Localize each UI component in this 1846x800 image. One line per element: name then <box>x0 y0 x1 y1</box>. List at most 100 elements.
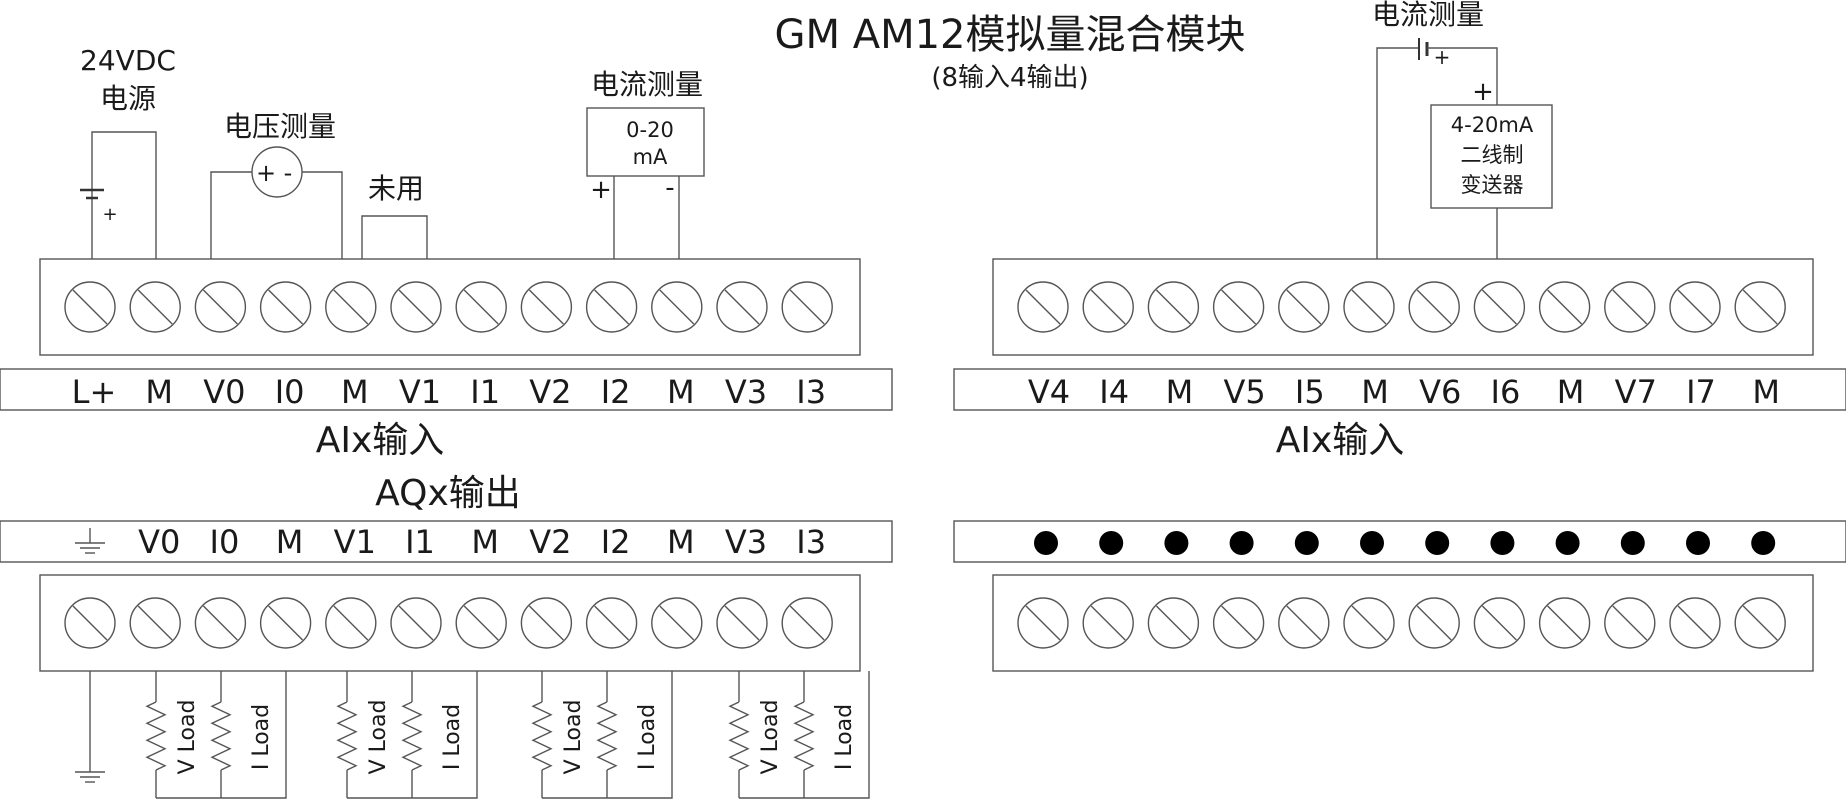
terminal-screw <box>716 281 768 333</box>
indicator-dot <box>1620 531 1645 555</box>
ammeter-unit-text: mA <box>633 145 668 169</box>
transmitter-name-text: 变送器 <box>1461 173 1524 197</box>
terminal-screw <box>455 597 507 649</box>
terminal-label-left-bottom: M <box>276 523 304 561</box>
transmitter-type-text: 二线制 <box>1461 143 1524 167</box>
terminal-label-left-top: V1 <box>399 373 441 411</box>
ground-wiring <box>75 671 105 783</box>
current-measurement-label-right: 电流测量 <box>1372 0 1484 31</box>
terminal-screw <box>259 281 312 333</box>
terminal-screw <box>325 597 377 649</box>
terminal-label-left-top: M <box>667 373 695 411</box>
indicator-dot <box>1360 531 1384 555</box>
terminal-screw <box>1538 597 1591 649</box>
indicator-dot <box>1164 531 1189 555</box>
terminal-screw <box>651 597 703 649</box>
section-label-aq: AQx输出 <box>375 473 521 514</box>
label-strip-left-top <box>0 368 893 411</box>
label-strip-right-top <box>953 368 1846 411</box>
terminal-label-right-top: I6 <box>1491 373 1521 411</box>
terminal-label-left-top: L+ <box>72 373 117 411</box>
terminal-label-left-bottom: I2 <box>601 523 631 561</box>
terminal-screw <box>325 281 377 333</box>
terminal-screw <box>1147 281 1200 333</box>
terminal-screw <box>1343 597 1395 649</box>
terminal-label-left-top: I1 <box>470 373 500 411</box>
battery-plus-sign: + <box>102 204 117 225</box>
terminal-screw <box>390 281 442 333</box>
v-load-label: V Load <box>175 700 200 775</box>
terminal-label-right-top: I5 <box>1295 373 1325 411</box>
terminal-label-left-bottom: V2 <box>529 523 571 561</box>
indicator-dot <box>1229 531 1254 555</box>
resistor-icon <box>596 701 618 771</box>
terminal-screw <box>1082 597 1134 649</box>
resistor-icon <box>145 701 167 771</box>
terminal-label-left-bottom: I1 <box>405 523 435 561</box>
terminal-label-left-top: I0 <box>275 373 305 411</box>
ammeter-range-text: 0-20 <box>626 118 674 142</box>
indicator-dot <box>1099 531 1124 555</box>
i-load-label: I Load <box>635 704 660 770</box>
indicator-dot <box>1686 531 1710 555</box>
terminal-screw <box>1604 597 1656 649</box>
terminal-screw <box>1734 597 1786 649</box>
transmitter-box <box>1430 104 1553 209</box>
terminal-screw <box>1278 281 1330 333</box>
terminal-screw <box>1604 281 1656 333</box>
terminal-label-left-bottom: V0 <box>138 523 180 561</box>
i-load-label: I Load <box>249 704 274 770</box>
terminal-screw <box>129 281 181 333</box>
battery-icon <box>80 131 157 259</box>
current-source-icon <box>1376 38 1498 259</box>
terminal-screw <box>390 597 442 649</box>
source-plus-sign: + <box>1434 45 1451 69</box>
terminal-label-left-top: V2 <box>529 373 571 411</box>
unused-label: 未用 <box>368 172 424 205</box>
terminal-screw <box>129 597 181 649</box>
indicator-dot <box>1555 531 1580 555</box>
unused-jumper <box>361 215 428 259</box>
voltmeter-icon <box>210 146 343 259</box>
current-measurement-label-left: 电流测量 <box>591 68 703 101</box>
terminal-label-left-top: I3 <box>796 373 826 411</box>
terminal-screw <box>651 281 703 333</box>
voltage-measurement-label: 电压测量 <box>224 110 336 143</box>
terminal-screw <box>781 597 833 649</box>
ammeter-minus-sign: - <box>665 173 674 203</box>
v-load-label: V Load <box>561 700 586 775</box>
terminal-label-left-bottom: M <box>667 523 695 561</box>
terminal-label-left-bottom: V3 <box>725 523 767 561</box>
terminal-screw <box>64 281 116 333</box>
terminal-label-left-bottom: I3 <box>796 523 826 561</box>
terminal-screw <box>1082 281 1134 333</box>
terminal-screw <box>1538 281 1591 333</box>
output-load-group: V Load I Load <box>145 671 287 799</box>
terminal-label-right-top: M <box>1752 373 1780 411</box>
diagram-subtitle: (8输入4输出) <box>931 63 1088 93</box>
terminal-screw <box>1408 281 1460 333</box>
ammeter-plus-sign: + <box>590 175 612 205</box>
terminal-screw <box>1278 597 1330 649</box>
terminal-label-right-top: I7 <box>1686 373 1716 411</box>
ammeter-box <box>586 107 705 177</box>
section-label-ai-left: AIx输入 <box>316 420 445 461</box>
terminal-label-right-top: M <box>1361 373 1389 411</box>
v-load-label: V Load <box>366 700 391 775</box>
terminal-screw <box>520 597 573 649</box>
resistor-icon <box>210 701 232 771</box>
v-load-label: V Load <box>758 700 783 775</box>
label-strip-left-bottom <box>0 520 893 563</box>
voltmeter-plus-sign: + <box>256 159 276 187</box>
terminal-label-right-top: V4 <box>1028 373 1070 411</box>
terminal-label-left-top: V0 <box>203 373 245 411</box>
voltmeter-minus-sign: - <box>284 159 293 187</box>
terminal-label-left-top: M <box>341 373 369 411</box>
supply-label-voltage: 24VDC <box>80 44 176 77</box>
terminal-screw <box>1473 281 1526 333</box>
terminal-label-right-top: I4 <box>1099 373 1129 411</box>
terminal-screw <box>1017 281 1069 333</box>
resistor-icon <box>531 701 553 771</box>
diagram-title: GM AM12模拟量混合模块 <box>775 12 1246 58</box>
